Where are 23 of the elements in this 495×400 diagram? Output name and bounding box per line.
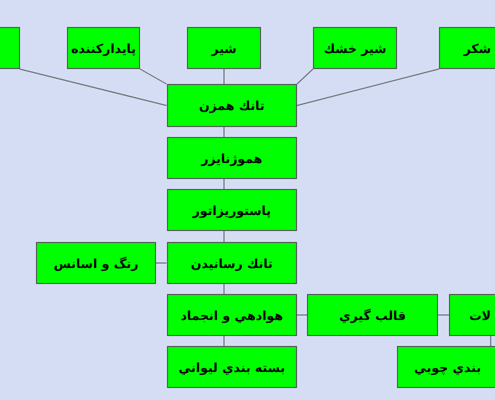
process-box: لات	[449, 294, 495, 336]
connector-line	[140, 68, 167, 84]
process-box: تانك رسانيدن	[166, 242, 297, 284]
process-box: تانك همزن	[166, 84, 297, 127]
connector-line	[296, 314, 308, 316]
process-box: هوادهي و انجماد	[166, 294, 297, 336]
process-box: هموژنايزر	[166, 137, 297, 179]
process-box: پايدارکننده	[67, 27, 140, 69]
process-box: شكر	[439, 27, 495, 69]
process-box: رنگ و اسانس	[36, 242, 156, 284]
connector-line	[438, 314, 450, 316]
connector-line	[156, 262, 167, 264]
connector-line	[19, 68, 167, 106]
process-box: بسته بندي ليواني	[166, 346, 297, 388]
connector-line	[490, 336, 492, 346]
process-box: بندي چوبي	[397, 346, 495, 388]
connector-line	[296, 68, 440, 106]
connector-line	[296, 68, 314, 84]
process-box	[0, 27, 20, 69]
process-box: شير	[187, 27, 261, 69]
process-box: قالب گيري	[307, 294, 438, 336]
process-box: شير خشك	[313, 27, 397, 69]
process-box: پاستوريزاتور	[166, 189, 297, 231]
